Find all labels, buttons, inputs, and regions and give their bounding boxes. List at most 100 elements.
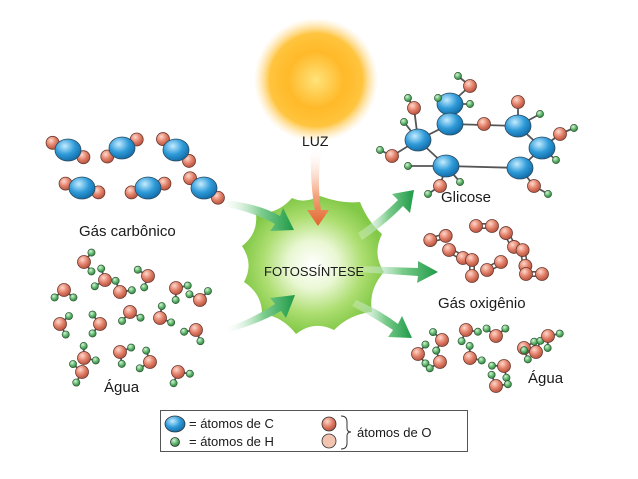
water-molecule [411,340,430,368]
oxygen-atom [169,281,183,295]
hydrogen-atom [502,373,511,382]
legend-oxygen-text: átomos de O [357,425,432,440]
oxygen-atom [98,273,112,287]
hydrogen-atom [118,317,126,325]
water-molecule [90,264,112,291]
hydrogen-atom [79,342,88,350]
hydrogen-atom [434,94,442,102]
oxygen-atom [489,329,503,343]
hydrogen-atom [69,360,77,368]
input-arrows [222,200,295,333]
hydrogen-atom [183,281,192,290]
oxygen-atom [433,179,447,193]
water-output-label: Água [528,370,564,387]
hydrogen-atom [87,267,96,276]
hydrogen-atom [520,346,529,355]
hydrogen-atom [117,359,126,368]
hydrogen-atom [404,94,412,102]
oxygen-atom [113,285,127,299]
carbon-atom-icon [164,415,186,433]
oxygen-atom [153,311,167,325]
hydrogen-atom [91,356,100,365]
hydrogen-atom [127,286,136,295]
water-molecule [53,312,73,339]
oxygen-atom [75,365,89,379]
hydrogen-atom [69,293,78,302]
water-molecule [185,287,212,307]
carbon-atom [432,154,460,178]
o2-molecule [465,253,479,283]
carbon-atom [134,176,162,200]
hydrogen-atom [544,190,552,198]
hydrogen-atom [204,287,212,295]
water-molecules-input [50,248,212,388]
oxygen-atom [519,267,533,281]
hydrogen-atom [488,361,496,370]
water-molecule [482,324,510,343]
water-molecule [113,343,136,368]
water-molecule [487,370,512,393]
hydrogen-atom-icon [170,437,180,447]
water-molecule [180,323,205,346]
glucose-label: Glicose [441,189,492,206]
output-arrows [352,190,438,338]
oxygen-atom [189,323,203,337]
hydrogen-atom [196,337,205,346]
hydrogen-atom [523,355,532,364]
o2-molecule [519,267,549,281]
water-molecule [77,248,96,276]
oxygen-atom [411,347,425,361]
water-molecule [77,342,100,365]
water-molecule [135,346,157,373]
oxygen-atom-icon [321,416,337,432]
hydrogen-atom [88,329,97,338]
water-molecule [463,342,486,365]
co2-molecules [45,132,225,205]
hydrogen-atom [466,100,474,108]
hydrogen-atom [90,282,99,291]
water-molecule [425,346,447,373]
co2-molecule [45,135,91,165]
carbon-atom [404,128,432,152]
hydrogen-atom [482,324,491,333]
carbon-atom [108,136,136,160]
hydrogen-atom [133,265,142,274]
carbon-atom [54,138,82,162]
water-molecule [69,360,89,387]
carbon-atom [504,114,532,138]
water-molecule [169,281,192,304]
water-molecule [169,365,194,388]
oxygen-atom [77,255,91,269]
oxygen-atom [511,95,525,109]
hydrogen-atom [65,312,73,320]
co2-molecule [183,171,225,205]
hydrogen-atom [180,327,189,336]
hydrogen-atom [136,313,145,322]
oxygen-atom [465,253,479,267]
hydrogen-atom [552,156,560,164]
water-molecule [88,310,107,338]
co2-molecule [156,132,196,168]
oxygen-atom [494,255,508,269]
oxygen-atom [193,293,207,307]
oxygen-atom [57,283,71,297]
hydrogen-atom [473,327,482,336]
oxygen-label: Gás oxigênio [438,295,526,312]
oxygen-atom [527,179,541,193]
oxygen-atom [53,317,67,331]
water-molecule [541,329,564,352]
light-label: LUZ [302,133,329,149]
hydrogen-atom [555,329,564,338]
co2-label: Gás carbônico [79,223,176,240]
hydrogen-atom [501,324,510,333]
hydrogen-atom [50,293,59,302]
hydrogen-atom [457,337,466,346]
hydrogen-atom [140,283,149,292]
oxygen-atom [477,117,491,131]
hydrogen-atom [454,72,462,80]
hydrogen-atom [503,380,512,389]
oxygen-atom [113,345,127,359]
oxygen-atom [385,149,399,163]
legend: = átomos de C = átomos de H átomos de O [160,410,468,452]
co2-molecule [58,176,106,200]
